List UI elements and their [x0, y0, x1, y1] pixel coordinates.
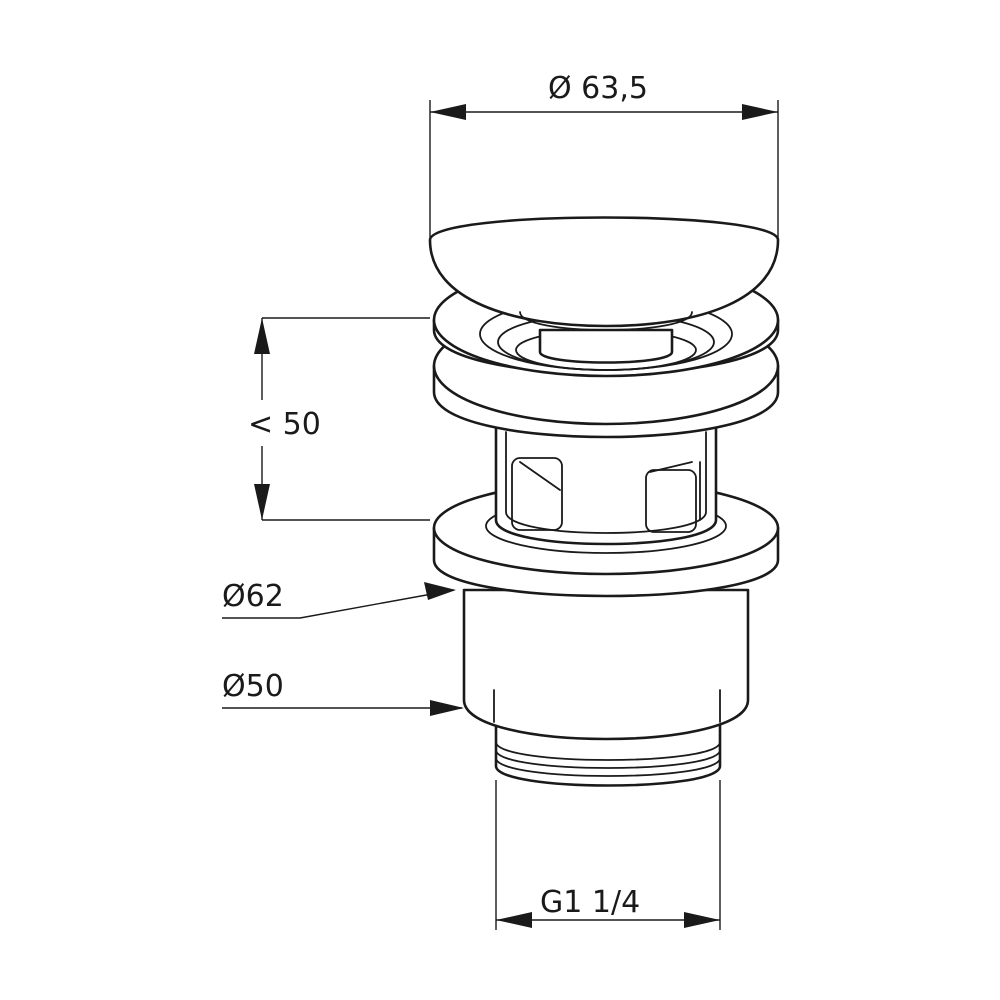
leader-body-diameter — [222, 700, 464, 716]
body-diameter-label: Ø50 — [222, 669, 284, 704]
drain-head — [428, 216, 780, 439]
drain-cage — [494, 418, 718, 546]
dimension-thread-size — [495, 780, 721, 930]
dimension-stroke-height — [254, 317, 430, 521]
thread-size-label: G1 1/4 — [540, 885, 641, 920]
dimension-cap-diameter — [429, 100, 779, 238]
cap-diameter-label: Ø 63,5 — [548, 71, 648, 106]
stroke-height-label: < 50 — [248, 407, 321, 442]
leader-flange-diameter — [222, 582, 456, 619]
flange-diameter-label: Ø62 — [222, 579, 284, 614]
